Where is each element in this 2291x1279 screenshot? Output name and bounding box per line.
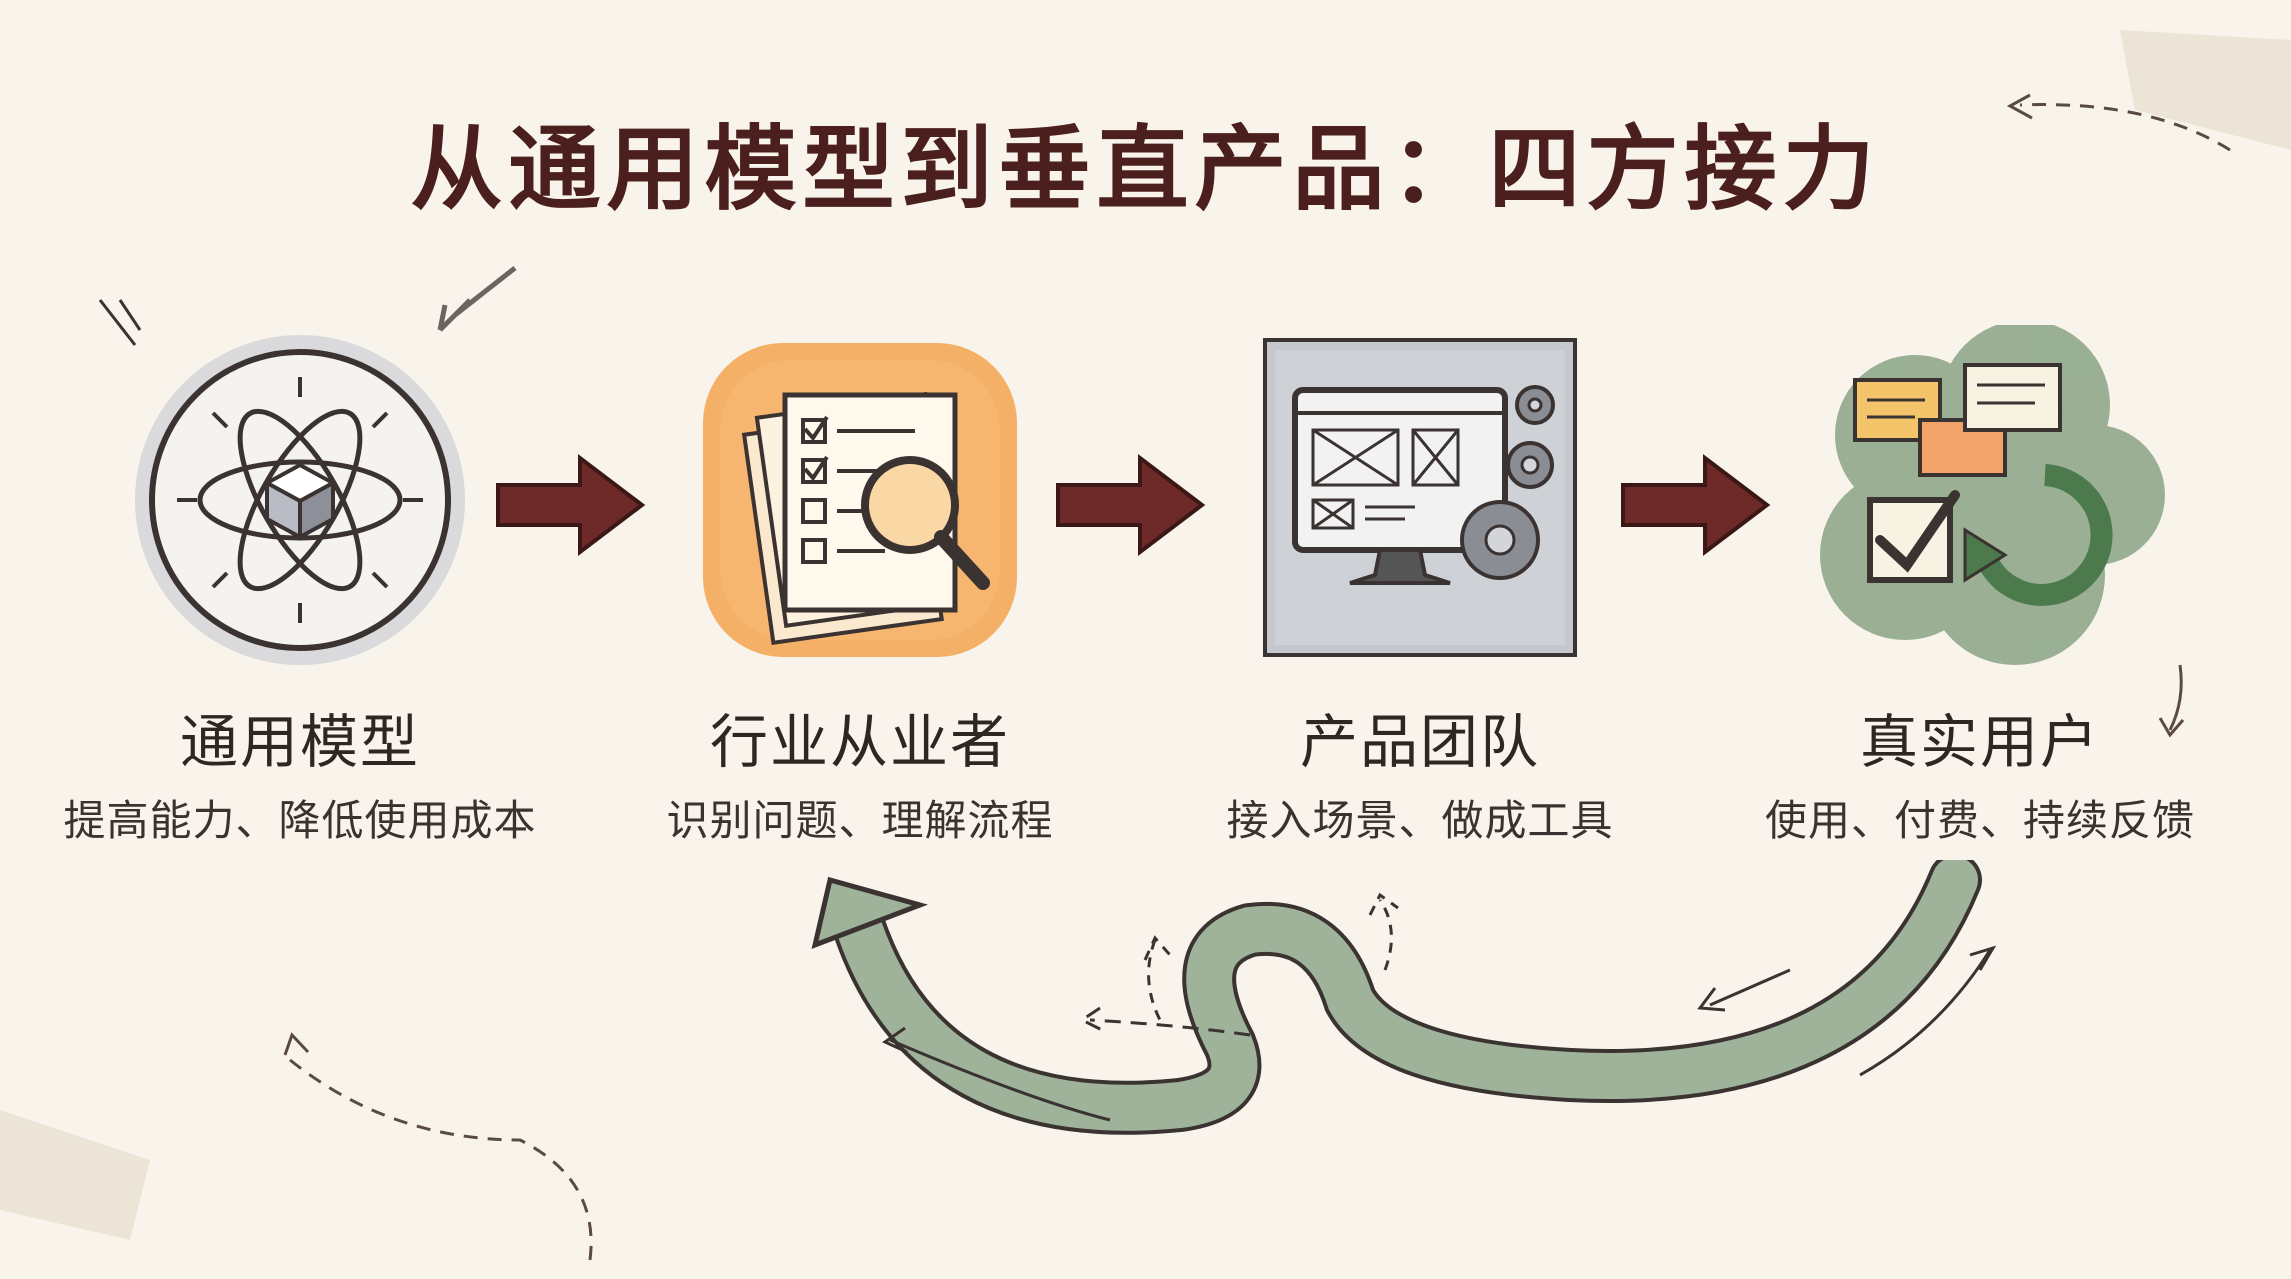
diagram-title: 从通用模型到垂直产品：四方接力 xyxy=(410,116,1881,223)
stage-label: 行业从业者 xyxy=(709,708,1010,776)
stage-real-users xyxy=(1760,325,2220,705)
stage-product-team xyxy=(1190,325,1650,705)
feedback-cloud-icon xyxy=(1820,325,2165,665)
right-arrow-icon xyxy=(1056,453,1206,557)
stage-description: 接入场景、做成工具 xyxy=(1226,796,1614,845)
monitor-gears-icon xyxy=(1263,338,1577,657)
right-arrow-icon xyxy=(1621,453,1771,557)
stage-description: 使用、付费、持续反馈 xyxy=(1764,796,2195,845)
atom-cube-icon xyxy=(135,335,465,665)
stage-description: 提高能力、降低使用成本 xyxy=(63,796,537,845)
checklist-magnifier-icon xyxy=(703,343,1017,657)
stage-industry-practitioners xyxy=(630,325,1090,705)
stage-label: 通用模型 xyxy=(179,708,420,776)
stage-general-model xyxy=(70,325,530,705)
stage-label: 真实用户 xyxy=(1859,708,2100,776)
right-arrow-icon xyxy=(496,453,646,557)
stage-description: 识别问题、理解流程 xyxy=(666,796,1054,845)
feedback-loop-arrow-icon xyxy=(811,860,1997,1135)
stage-label: 产品团队 xyxy=(1299,708,1540,776)
